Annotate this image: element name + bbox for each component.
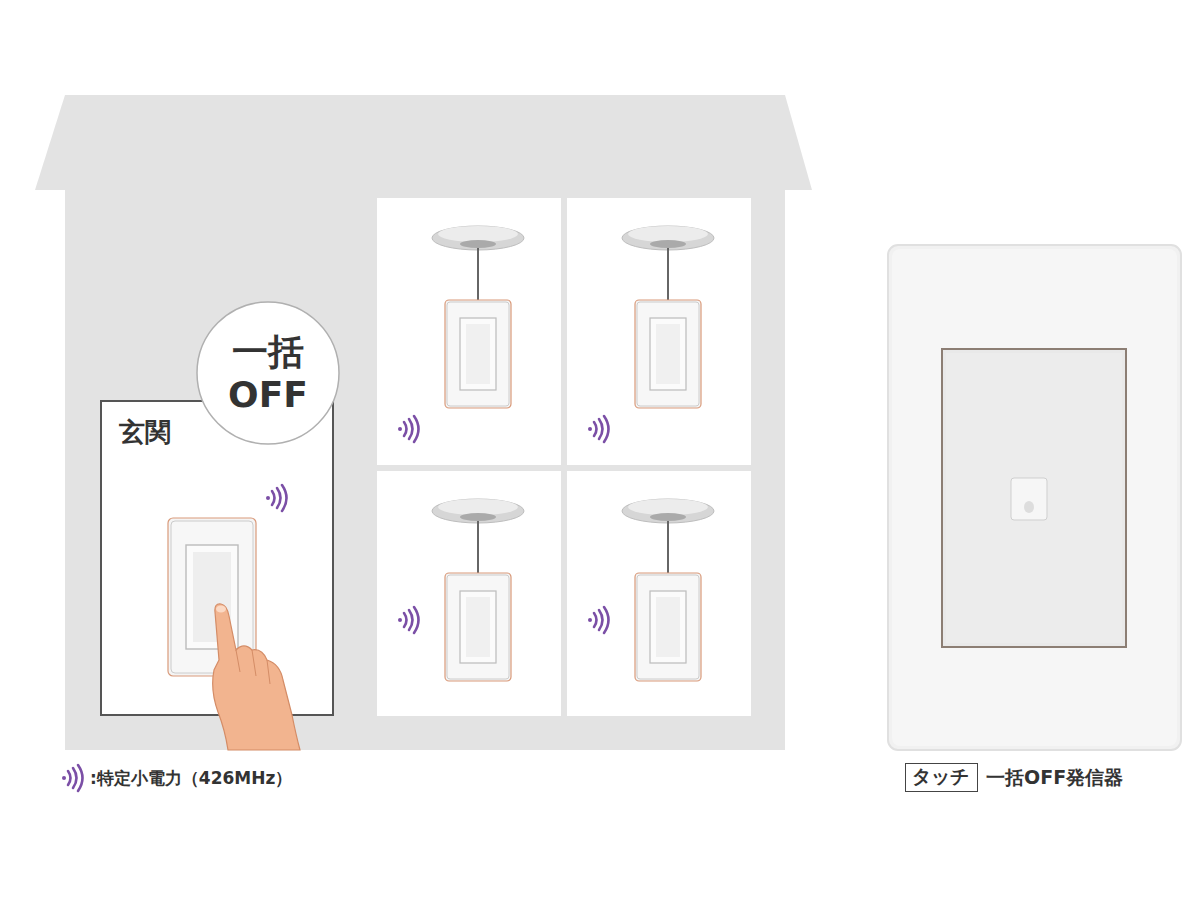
room-box: 玄関	[101, 401, 333, 715]
node-text: タッチ	[912, 765, 971, 788]
caption-text: 一括OFF発信器	[986, 765, 1123, 791]
node-text: 一括 OFF	[218, 330, 318, 416]
callout-circle: 一括 OFF	[197, 302, 339, 444]
tag-box: タッチ	[905, 763, 978, 792]
node-text: 玄関	[119, 415, 333, 450]
legend-text: :特定小電力（426MHz）	[90, 767, 292, 790]
